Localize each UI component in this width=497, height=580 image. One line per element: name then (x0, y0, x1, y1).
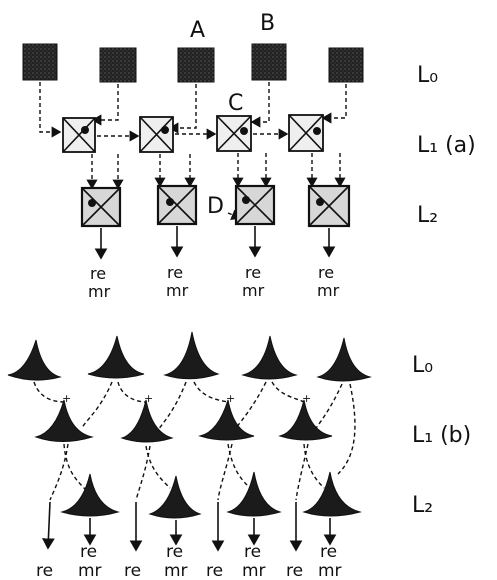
l1-cells (62, 114, 324, 153)
l2-cell-3 (234, 184, 276, 226)
l0-units (22, 43, 364, 83)
unit-label-d: D (207, 194, 224, 219)
output-re: re (124, 561, 141, 580)
layer-label-l1: L₁ (a) (417, 133, 476, 158)
output-mr: mr (318, 561, 342, 580)
l1-neuron-3-marker: + (226, 392, 235, 405)
unit-label-a: A (190, 18, 205, 43)
top-panel: A B C D (22, 11, 476, 301)
l1-neuron-3 (198, 399, 255, 441)
l0-neuron-5 (316, 337, 372, 382)
l0-neuron-2 (87, 335, 145, 379)
l0-unit-2 (99, 47, 137, 83)
l1-cell-4 (288, 114, 324, 152)
l1-neuron-4 (278, 399, 333, 441)
l2-neuron-3 (226, 471, 282, 517)
l1-cell-2 (139, 116, 174, 153)
bottom-outputs: re re mr re re mr re re mr re re mr (36, 542, 342, 580)
bottom-output-arrows (42, 501, 337, 552)
output-re: re (166, 542, 183, 562)
l1-neuron-2-marker: + (144, 392, 153, 405)
l2-cell-1 (80, 186, 122, 228)
output-mr: mr (317, 281, 340, 300)
l1-neuron-4-marker: + (302, 392, 311, 405)
l1-cell-1 (62, 117, 96, 153)
l0-neuron-4 (241, 335, 298, 380)
l2-neurons (60, 471, 362, 519)
l0-unit-1 (22, 43, 58, 81)
l1-cell-3 (216, 115, 252, 152)
unit-label-b: B (260, 11, 275, 36)
l2-neuron-4 (302, 471, 362, 517)
layer-label-l0: L₀ (412, 353, 433, 378)
l2-neuron-1 (60, 473, 120, 517)
output-mr: mr (164, 561, 188, 580)
l2-cells (80, 184, 351, 228)
output-mr: mr (242, 561, 266, 580)
output-re: re (206, 561, 223, 580)
output-mr: mr (242, 281, 265, 300)
l1-l2-dendrites (49, 443, 325, 501)
layer-label-l1: L₁ (b) (412, 423, 471, 448)
output-re: re (320, 542, 337, 562)
output-re: re (245, 263, 261, 282)
output-re: re (90, 264, 106, 283)
l2-output-arrows (94, 226, 336, 260)
l2-neuron-2 (148, 475, 202, 519)
l1-neuron-2 (120, 399, 174, 443)
output-re: re (318, 263, 334, 282)
l0-unit-3 (177, 47, 215, 83)
output-mr: mr (166, 281, 189, 300)
output-re: re (36, 561, 53, 580)
l2-cell-4 (307, 184, 351, 228)
output-re: re (286, 561, 303, 580)
layer-label-l0: L₀ (417, 63, 438, 88)
l0-neuron-3 (163, 331, 220, 380)
layer-label-l2: L₂ (412, 493, 433, 518)
l1-neurons: + + + + (34, 392, 333, 443)
l0-neuron-1 (7, 339, 62, 381)
output-re: re (167, 263, 183, 282)
output-mr: mr (78, 561, 102, 580)
unit-label-c: C (228, 91, 243, 116)
top-outputs: re mr re mr re mr re mr (88, 263, 340, 301)
l0-unit-5 (328, 47, 364, 83)
bottom-panel: + + + + (7, 331, 471, 580)
output-re: re (244, 542, 261, 562)
l1-l2-connections (86, 153, 346, 220)
output-mr: mr (88, 282, 111, 301)
l2-cell-2 (156, 184, 198, 226)
l0-neurons (7, 331, 372, 382)
l1-neuron-1-marker: + (62, 392, 71, 405)
layer-label-l2: L₂ (417, 203, 438, 228)
l1-neuron-1 (34, 399, 94, 442)
output-re: re (80, 542, 97, 562)
l0-unit-4 (251, 43, 287, 81)
l0-l1-connections (39, 82, 347, 138)
